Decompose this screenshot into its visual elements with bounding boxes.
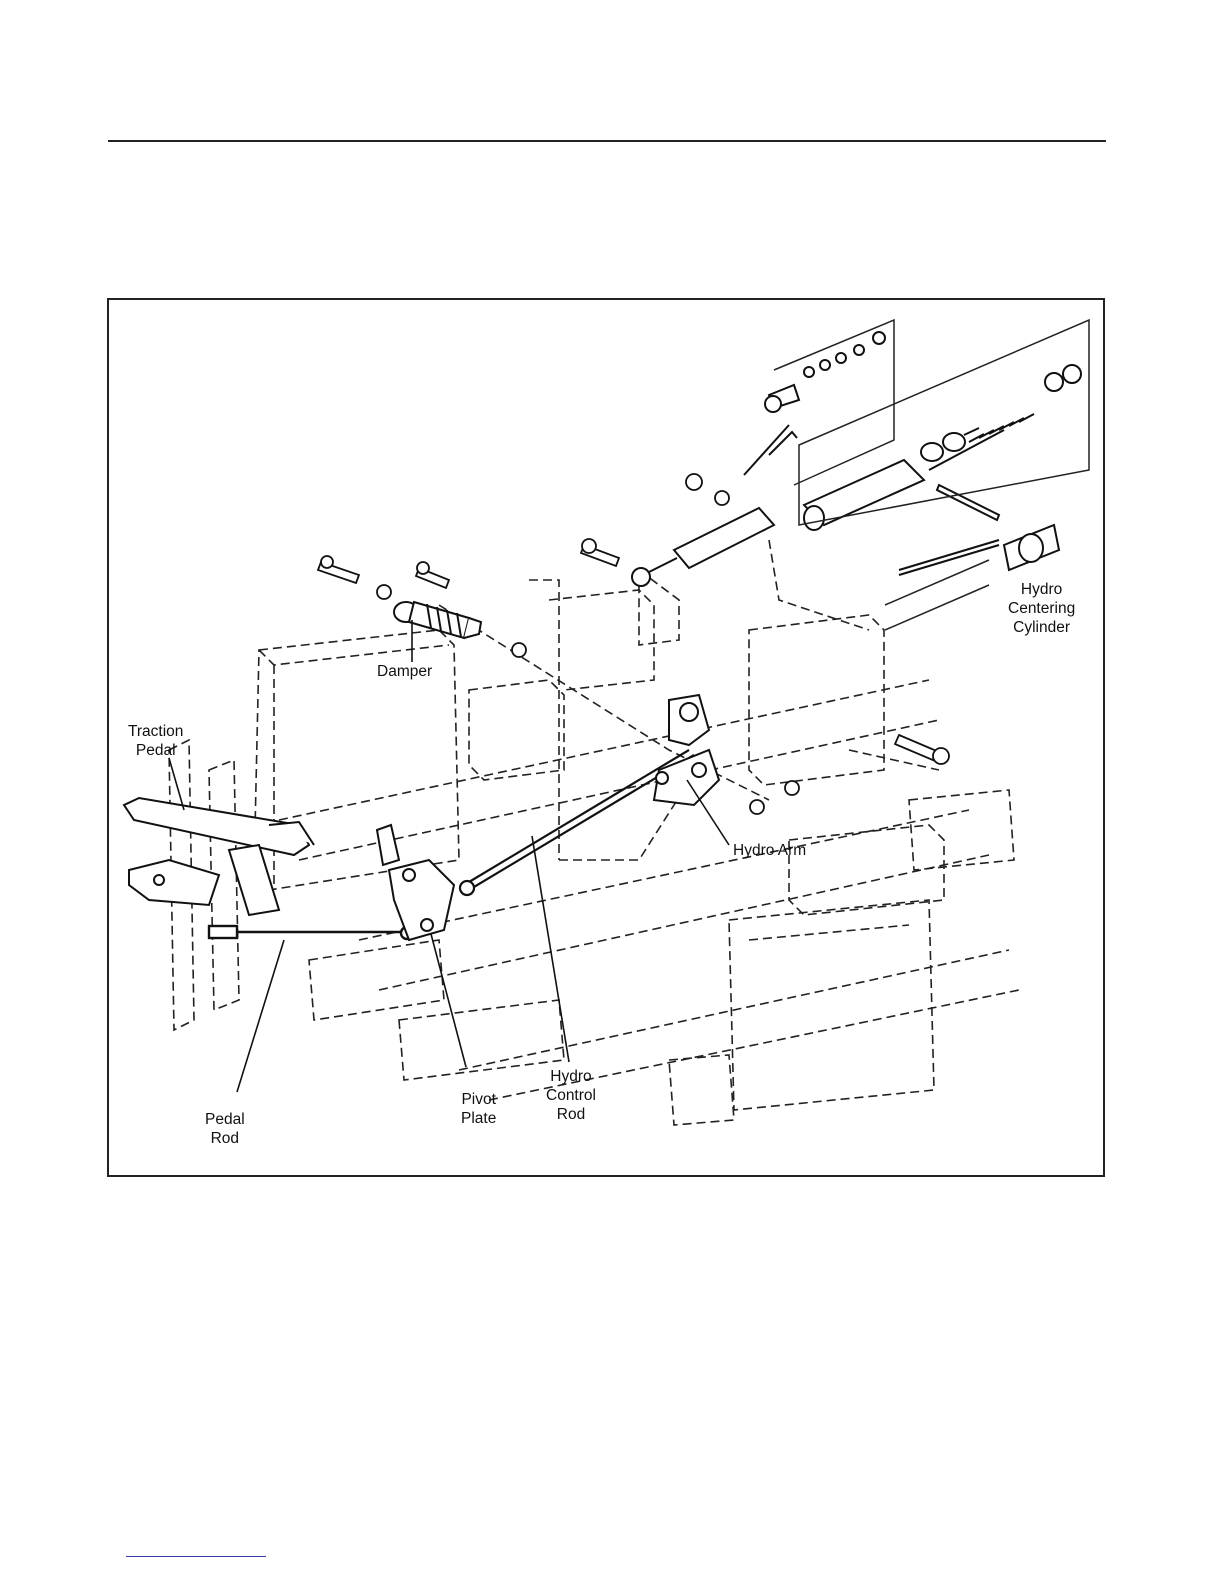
header-rule bbox=[108, 140, 1106, 142]
callout-pedal-rod: Pedal Rod bbox=[205, 1110, 245, 1148]
traction-linkage-figure: Damper Traction Pedal Hydro Centering Cy… bbox=[107, 298, 1105, 1177]
damper-shape bbox=[394, 602, 481, 638]
hydro-arm-shape bbox=[654, 695, 719, 805]
footer-link-underline[interactable] bbox=[126, 1556, 266, 1557]
callout-hydro-arm: Hydro Arm bbox=[733, 841, 806, 860]
callout-hydro-control-rod: Hydro Control Rod bbox=[546, 1067, 596, 1124]
callout-pivot-plate: Pivot Plate bbox=[461, 1090, 496, 1128]
linkage-exploded-drawing bbox=[109, 300, 1103, 1175]
pedal-rod-shape bbox=[209, 926, 413, 939]
hydro-centering-cylinder-shape bbox=[632, 332, 1081, 586]
pivot-plate-shape bbox=[377, 825, 454, 940]
callout-damper: Damper bbox=[377, 662, 432, 681]
callout-hydro-centering-cylinder: Hydro Centering Cylinder bbox=[1008, 580, 1075, 637]
traction-pedal-shape bbox=[124, 798, 314, 915]
callout-traction-pedal: Traction Pedal bbox=[128, 722, 183, 760]
